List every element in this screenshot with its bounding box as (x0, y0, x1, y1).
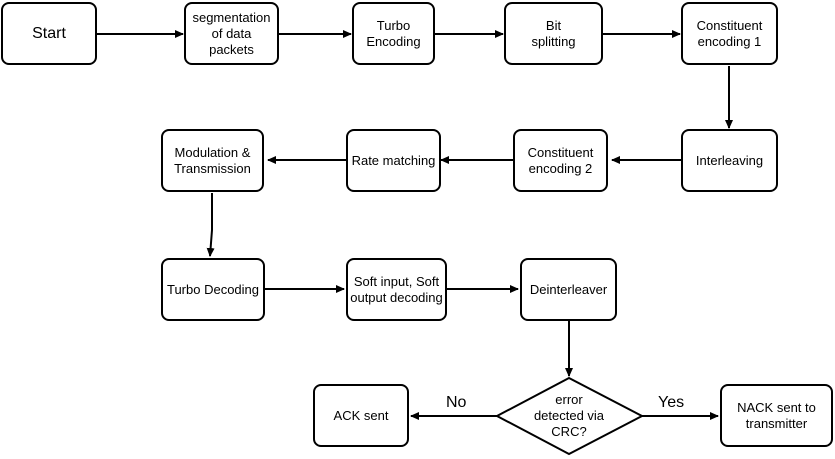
deinterleaver-node: Deinterleaver (520, 258, 617, 321)
bit-splitting-node: Bit splitting (504, 2, 603, 65)
start-node: Start (1, 2, 97, 65)
decision-diamond (494, 376, 645, 456)
constituent-encoding-1-node: Constituent encoding 1 (681, 2, 778, 65)
yes-edge-label: Yes (658, 394, 685, 411)
no-edge-label: No (446, 394, 467, 411)
ack-sent-node: ACK sent (313, 384, 409, 447)
nack-sent-node: NACK sent to transmitter (720, 384, 833, 447)
decision-label: error detected via CRC? (533, 392, 605, 439)
turbo-decoding-node: Turbo Decoding (161, 258, 265, 321)
segmentation-node: segmentation of data packets (184, 2, 279, 65)
rate-matching-node: Rate matching (346, 129, 441, 192)
soft-decoding-node: Soft input, Soft output decoding (346, 258, 447, 321)
modulation-transmission-node: Modulation & Transmission (161, 129, 264, 192)
arrow-modulation-to-turbo-decoding (206, 193, 215, 257)
interleaving-node: Interleaving (681, 129, 778, 192)
constituent-encoding-2-node: Constituent encoding 2 (513, 129, 608, 192)
turbo-encoding-node: Turbo Encoding (352, 2, 435, 65)
